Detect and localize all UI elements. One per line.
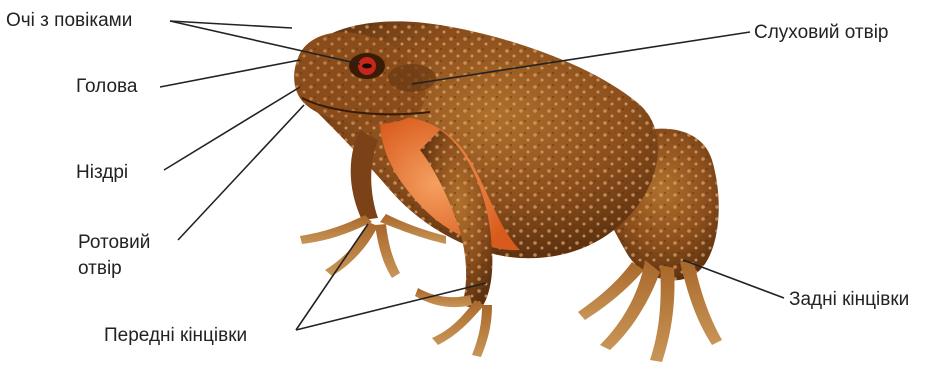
label-eyes: Очі з повіками	[6, 8, 132, 34]
leader-line-nostrils	[164, 87, 300, 170]
label-mouth: Ротовий отвір	[78, 230, 188, 282]
label-hind-limbs: Задні кінцівки	[789, 287, 909, 313]
leader-line-head	[160, 60, 300, 87]
label-front-limbs: Передні кінцівки	[104, 323, 247, 349]
label-ear-opening: Слуховий отвір	[754, 20, 889, 46]
label-head: Голова	[76, 74, 137, 100]
label-nostrils: Ніздрі	[76, 160, 128, 186]
toad-eye	[349, 53, 385, 79]
leader-line-mouth	[178, 105, 304, 240]
label-mouth-line1: Ротовий	[78, 230, 188, 256]
label-mouth-line2: отвір	[78, 256, 188, 282]
